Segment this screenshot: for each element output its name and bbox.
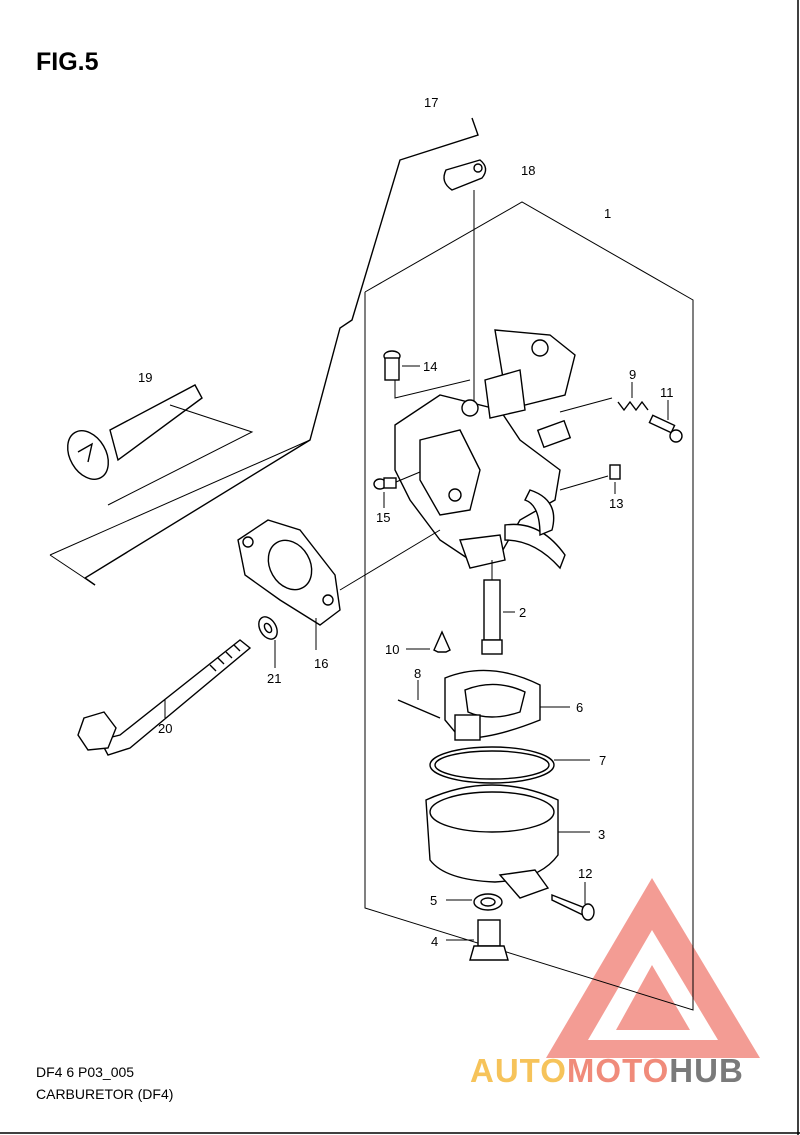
carburetor-assembly-boundary [364, 201, 694, 1011]
callout-3: 3 [598, 827, 605, 842]
figure-code: DF4 6 P03_005 [36, 1064, 135, 1080]
figure-title: FIG.5 [36, 48, 99, 76]
part-18-rod-clip [443, 159, 487, 405]
callout-20: 20 [158, 721, 172, 736]
part-15-screw [373, 471, 421, 508]
part-3-float-bowl [425, 784, 590, 899]
callout-11: 11 [660, 385, 674, 400]
callout-2: 2 [519, 605, 526, 620]
callout-21: 21 [267, 671, 281, 686]
watermark-brand-part3: HUB [669, 1052, 744, 1089]
part-4-drain-plug [446, 919, 509, 961]
part-21-washer [258, 616, 278, 668]
part-7-gasket-ring [429, 746, 590, 784]
callout-14: 14 [423, 359, 437, 374]
callout-1: 1 [604, 206, 611, 221]
watermark-brand-part2: MOTO [566, 1052, 670, 1089]
watermark-brand: AUTOMOTOHUB [470, 1052, 744, 1090]
callout-18: 18 [521, 163, 535, 178]
part-9-spring [559, 382, 649, 413]
callout-4: 4 [431, 934, 438, 949]
figure-name: CARBURETOR (DF4) [36, 1086, 174, 1102]
callout-8: 8 [414, 666, 421, 681]
callout-10: 10 [385, 642, 399, 657]
callout-9: 9 [629, 367, 636, 382]
callout-19: 19 [138, 370, 152, 385]
part-12-screw [551, 882, 595, 921]
callout-7: 7 [599, 753, 606, 768]
part-19-choke-knob [67, 384, 254, 506]
part-17-choke-rod [83, 117, 479, 586]
callout-16: 16 [314, 656, 328, 671]
callout-12: 12 [578, 866, 592, 881]
part-8-float-pin [397, 680, 441, 719]
part-1-carburetor-body [394, 329, 576, 570]
part-10-needle [406, 630, 451, 653]
callout-5: 5 [430, 893, 437, 908]
callout-13: 13 [609, 496, 623, 511]
part-11-screw [648, 400, 683, 443]
watermark-brand-part1: AUTO [470, 1052, 567, 1089]
callout-6: 6 [576, 700, 583, 715]
part-20-bolt [77, 639, 252, 756]
part-6-float [444, 669, 570, 741]
rod-guide-line [49, 439, 311, 556]
part-14-screw [383, 350, 471, 399]
part-16-gasket [237, 519, 441, 650]
part-2-main-jet [481, 560, 515, 655]
part-13-screw [559, 464, 621, 494]
callout-15: 15 [376, 510, 390, 525]
part-5-washer [446, 893, 503, 911]
rod-guide-line-2 [49, 554, 96, 586]
callout-17: 17 [424, 95, 438, 110]
